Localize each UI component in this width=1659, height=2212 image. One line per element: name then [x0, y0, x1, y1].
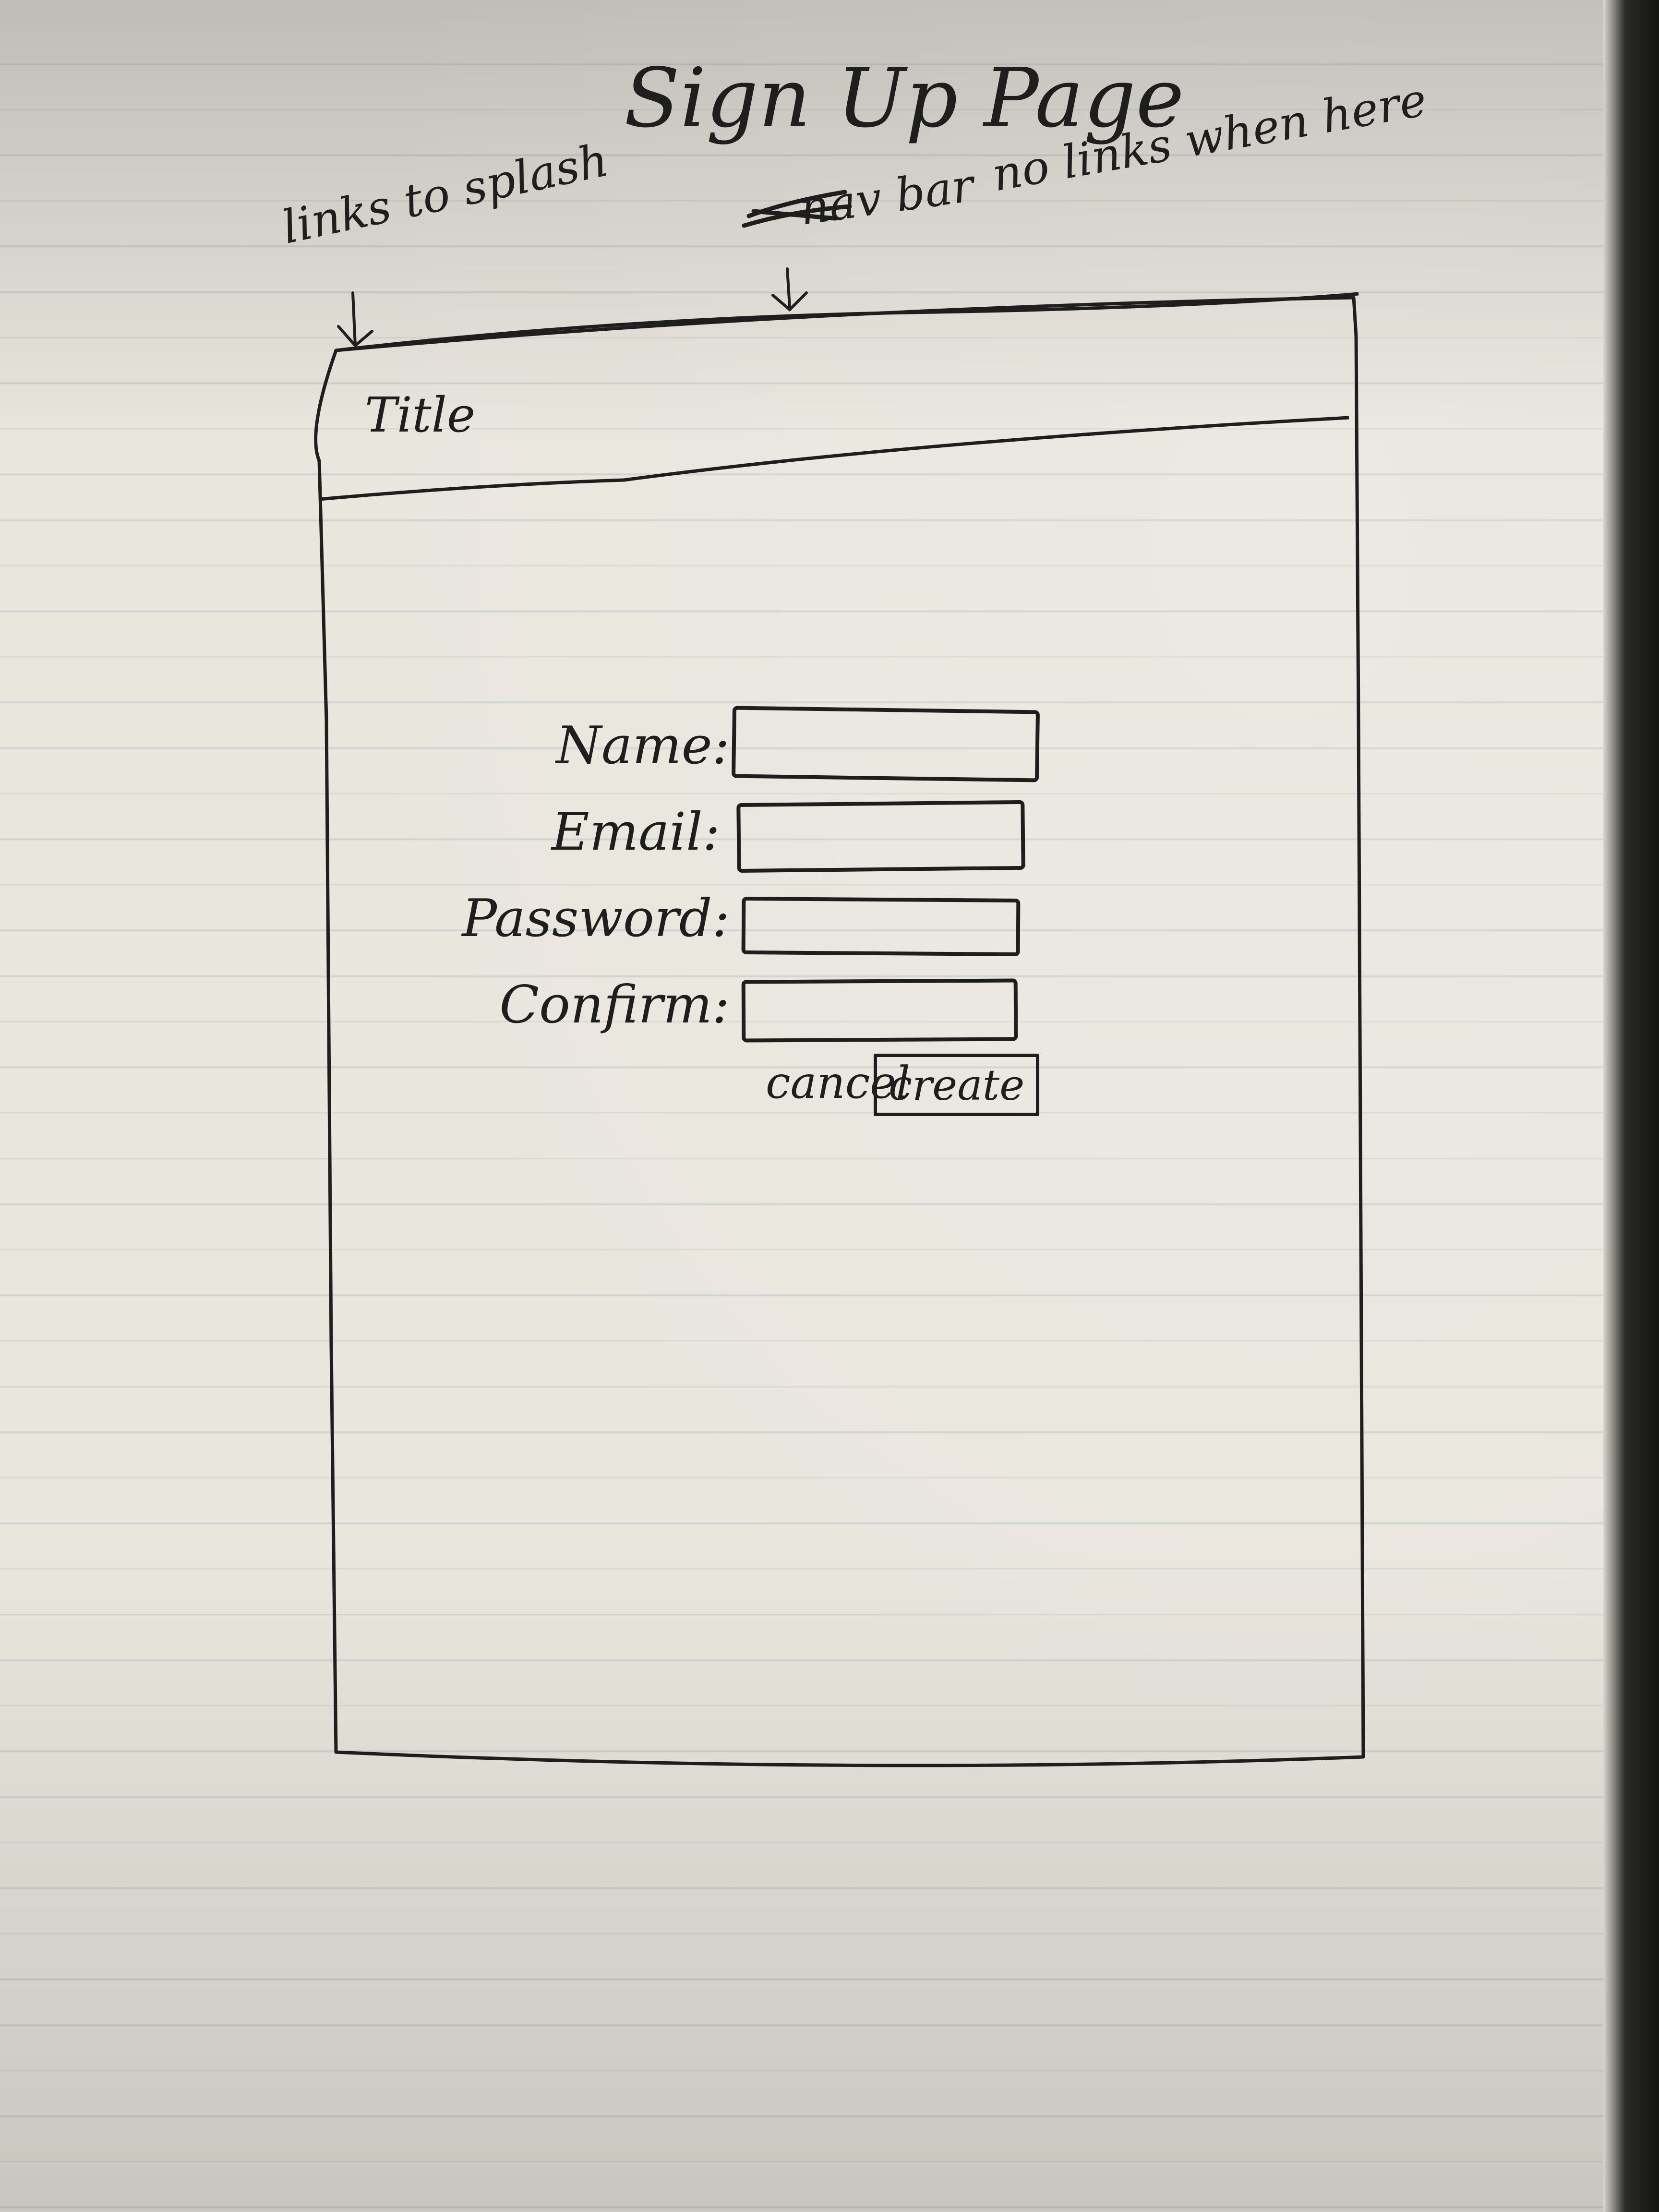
name-field[interactable]	[731, 706, 1040, 782]
page-frame-outline	[314, 296, 1365, 1767]
email-label: Email:	[551, 802, 720, 862]
create-button[interactable]: create	[874, 1054, 1039, 1116]
email-field[interactable]	[736, 800, 1025, 873]
arrow-to-title	[337, 291, 373, 348]
password-label: Password:	[462, 889, 730, 949]
name-label: Name:	[556, 716, 730, 776]
mockup-title-link[interactable]: Title	[365, 387, 476, 443]
confirm-password-field[interactable]	[741, 978, 1018, 1043]
nav-bar-top-line	[336, 292, 1359, 352]
confirm-password-label: Confirm:	[499, 975, 730, 1035]
arrow-to-nav-bar	[771, 267, 808, 312]
password-field[interactable]	[741, 896, 1021, 957]
cancel-button[interactable]: cancel	[766, 1057, 911, 1108]
page-title: Sign Up Page	[624, 51, 1184, 146]
crossed-out-scribble	[742, 190, 852, 228]
nav-bar-bottom-line	[319, 416, 1349, 501]
notebook-binding	[1603, 0, 1659, 2212]
wireframe-sketch	[314, 190, 1365, 1767]
notebook-page	[0, 0, 1603, 2212]
